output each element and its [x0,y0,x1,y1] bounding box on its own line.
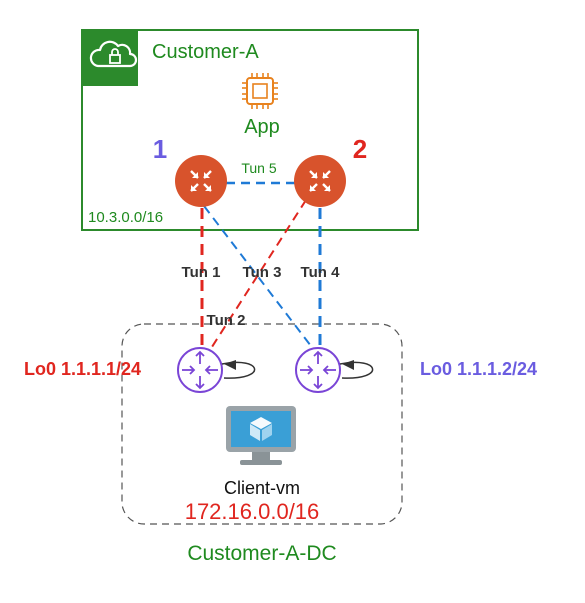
cloud-lock-icon [82,30,138,86]
lo0-left-label: Lo0 1.1.1.1/24 [24,359,141,379]
client-vm-monitor-icon [226,406,296,465]
dc-boundary [121,323,403,525]
tunnel-3-label: Tun 3 [243,264,282,281]
tunnel-lines [200,181,322,351]
router-1-number: 1 [153,134,167,164]
router-1-icon [175,155,227,207]
dc-name: Customer-A-DC [187,542,336,565]
tunnel-2-label: Tun 2 [207,312,246,329]
tunnel-1-label: Tun 1 [182,264,221,281]
ec2-chip-icon [242,73,278,109]
router-2-number: 2 [353,134,367,164]
tunnel-4-label: Tun 4 [301,264,341,281]
app-label: App [244,116,280,138]
dc-router-left-icon [177,347,256,393]
router-2-icon [294,155,346,207]
vpc-boundary [81,29,419,231]
vpc-cidr: 10.3.0.0/16 [88,209,163,226]
vpc-name: Customer-A [152,41,259,63]
client-vm-label: Client-vm [224,478,300,498]
lo0-right-label: Lo0 1.1.1.2/24 [420,359,537,379]
tunnel-5-label: Tun 5 [241,160,276,176]
dc-cidr: 172.16.0.0/16 [185,499,320,524]
tunnel-3-line [203,205,315,351]
dc-router-right-icon [295,347,374,393]
